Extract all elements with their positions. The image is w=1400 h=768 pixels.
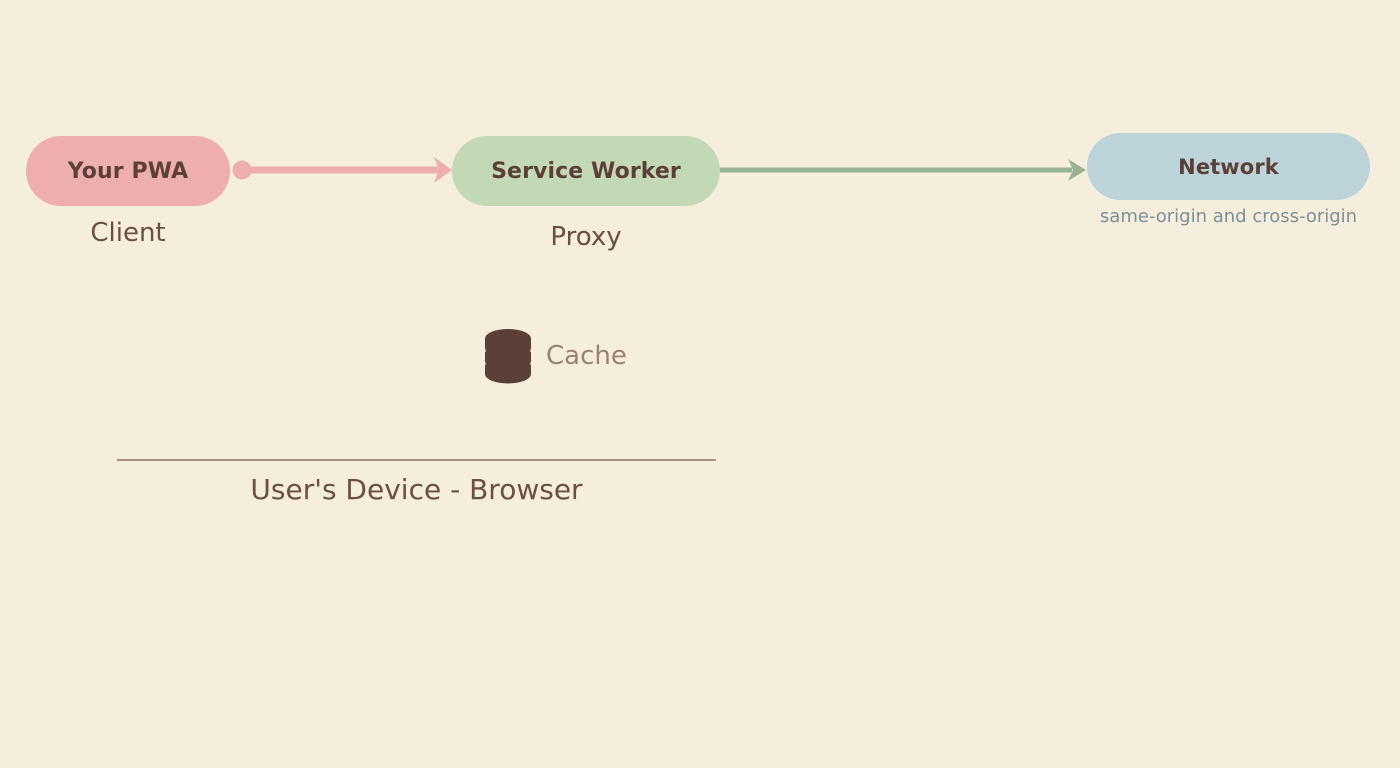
database-icon [485,329,531,384]
node-network-caption: same-origin and cross-origin [1099,206,1358,227]
connector-pwa-to-service-worker [232,157,452,183]
arrowhead-icon [434,157,452,183]
device-boundary-line [117,459,716,461]
node-your-pwa-caption: Client [90,218,166,248]
device-boundary-label: User's Device - Browser [250,473,583,506]
node-service-worker-caption: Proxy [550,222,622,252]
cache-label: Cache [546,341,627,371]
cache-storage-group[interactable]: Cache [484,328,627,384]
node-your-pwa-label: Your PWA [67,158,189,184]
arrowhead-icon [1068,159,1086,181]
connector-start-dot-icon [232,160,252,180]
connector-service-worker-to-network [718,159,1086,181]
node-your-pwa[interactable]: Your PWA [26,136,230,206]
node-network[interactable]: Network [1087,133,1370,200]
node-network-label: Network [1178,154,1279,179]
node-service-worker-label: Service Worker [491,158,681,184]
node-service-worker[interactable]: Service Worker [452,136,720,206]
